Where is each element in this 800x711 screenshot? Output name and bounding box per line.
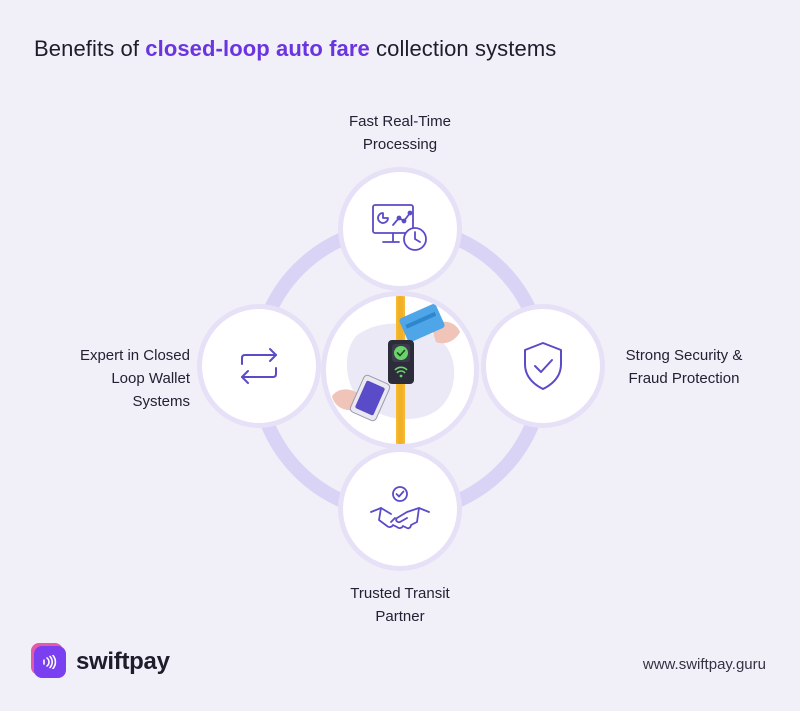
benefit-label-right: Strong Security & Fraud Protection (625, 347, 743, 387)
center-illustration (326, 296, 474, 444)
exchange-arrows-icon (241, 348, 277, 384)
fare-validator-tap-icon (332, 296, 460, 444)
title-highlight: closed-loop auto fare (145, 36, 370, 61)
brand-logo: swiftpay (34, 646, 170, 678)
benefit-node-top (343, 172, 457, 286)
benefit-label-left: Expert in Closed Loop Wallet Systems (79, 347, 190, 410)
shield-check-icon (524, 342, 562, 390)
benefit-node-left (202, 309, 316, 423)
contactless-logo-icon (34, 646, 66, 678)
benefit-label-top: Fast Real-Time Processing (349, 113, 451, 153)
page-title: Benefits of closed-loop auto fare collec… (34, 36, 557, 61)
benefit-label-bottom: Trusted Transit Partner (350, 585, 450, 625)
website-url[interactable]: www.swiftpay.guru (642, 656, 766, 673)
brand-name: swiftpay (76, 648, 170, 675)
benefit-node-right (486, 309, 600, 423)
analytics-clock-icon (372, 204, 427, 251)
handshake-icon (370, 486, 430, 530)
benefit-node-bottom (343, 452, 457, 566)
